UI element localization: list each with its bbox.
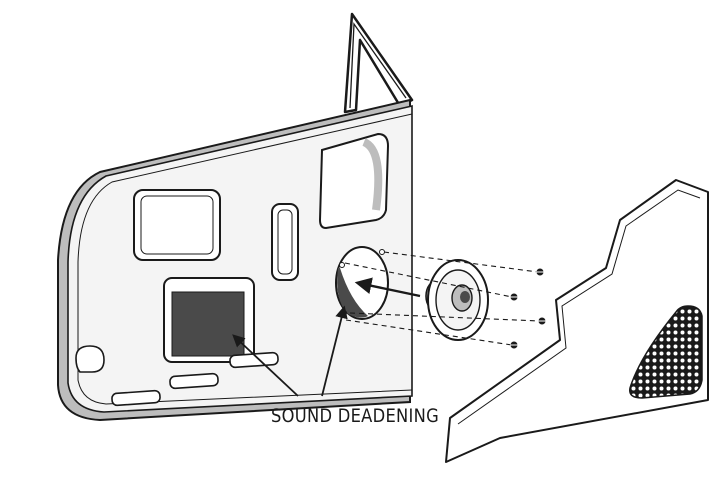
callout-label: SOUND DEADENING [271, 405, 439, 427]
door-slot [271, 203, 299, 281]
door-handle [75, 345, 105, 373]
trim-panel [445, 179, 709, 463]
callout-pointer-left [232, 334, 299, 397]
speaker-grille [629, 305, 703, 399]
door-cutout-right [318, 132, 390, 230]
screw-3 [538, 317, 546, 325]
speaker [425, 259, 489, 341]
sound-deadening-callout: SOUND DEADENING [232, 305, 439, 427]
screw-1 [536, 268, 544, 276]
sound-deadening-pad [171, 291, 245, 357]
screw-4 [510, 341, 518, 349]
window-frame [343, 12, 414, 114]
screws [510, 268, 546, 349]
vent-2 [169, 372, 219, 390]
vent-1 [111, 389, 161, 407]
callout-pointer-right [321, 305, 348, 397]
screw-2 [510, 293, 518, 301]
insert-arrow [354, 277, 421, 298]
door-panel [57, 12, 414, 422]
door-cutout-left [133, 189, 221, 261]
alignment-lines [344, 251, 541, 346]
